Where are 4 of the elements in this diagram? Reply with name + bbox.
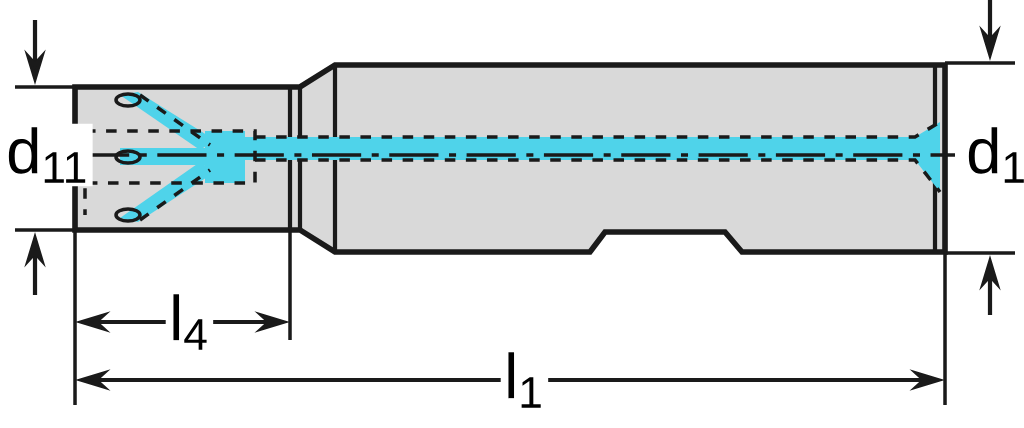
dimension-label: l$_{4}$	[165, 290, 214, 354]
dimension-label: d$_{1}$	[962, 123, 1024, 187]
dimension-label: l$_{1}$	[500, 348, 549, 412]
dimension-label: d$_{11}$	[2, 123, 93, 187]
